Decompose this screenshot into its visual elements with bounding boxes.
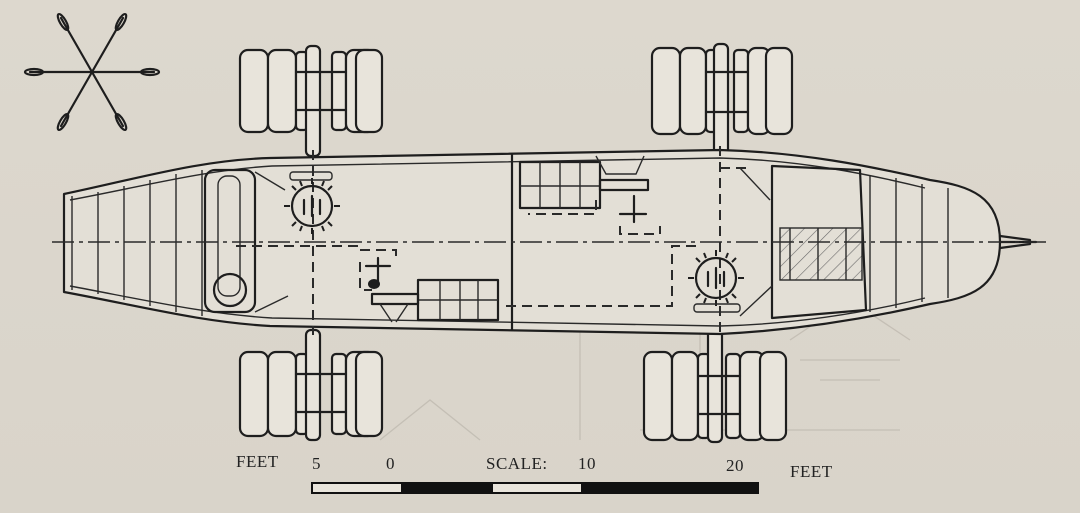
wheel-set-front-left-top xyxy=(238,44,384,158)
scale-unit-left: FEET xyxy=(236,452,279,471)
scale-unit-right: FEET xyxy=(790,462,833,481)
hull xyxy=(62,146,1038,336)
engine-block-aft xyxy=(518,155,650,215)
stern-ribs xyxy=(869,176,949,312)
steering-wheel-icon xyxy=(284,171,340,234)
scale-tick-0: 0 xyxy=(386,454,395,473)
steering-wheel-icon xyxy=(688,250,744,313)
compass-rose-icon xyxy=(23,12,161,132)
wheel-set-front-left-bottom xyxy=(238,328,384,442)
scale-tick-20: 20 xyxy=(726,456,744,475)
control-lever-forward xyxy=(359,249,397,291)
bow-ribs xyxy=(71,170,203,316)
scale-caption: SCALE: xyxy=(486,454,548,473)
scale-tick-5: 5 xyxy=(312,454,321,473)
engine-block-forward xyxy=(370,278,500,323)
scale-bar xyxy=(311,482,759,494)
wheel-set-rear-right-top xyxy=(650,42,794,158)
dashed-piping xyxy=(236,167,750,307)
scale-tick-10: 10 xyxy=(578,454,596,473)
control-lever-aft xyxy=(618,194,661,235)
wheel-set-rear-right-bottom xyxy=(642,328,788,444)
